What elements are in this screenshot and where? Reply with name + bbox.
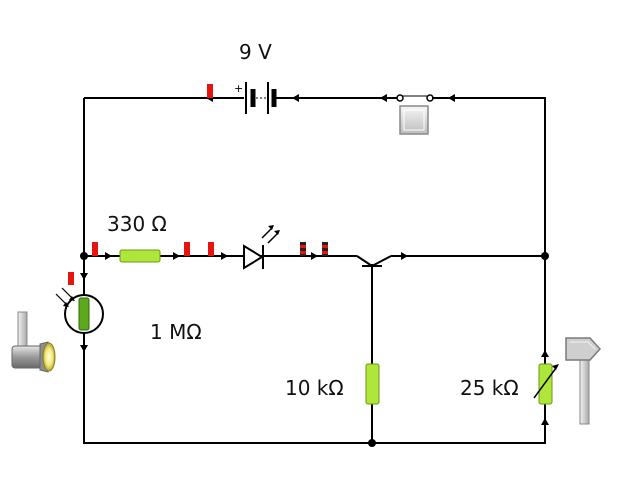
junctions: [80, 252, 549, 447]
push-switch-icon[interactable]: [399, 105, 429, 135]
push-switch[interactable]: [386, 92, 448, 135]
potentiometer-25k[interactable]: [533, 363, 559, 405]
battery-label: 9 V: [239, 40, 272, 64]
svg-text:+: +: [234, 82, 243, 95]
battery-symbol: +: [234, 80, 277, 116]
markers: [68, 84, 328, 285]
resistor-10k[interactable]: [365, 363, 380, 405]
striped-marker: [300, 242, 328, 256]
flashlight-icon[interactable]: [11, 311, 56, 373]
led-symbol[interactable]: [243, 225, 280, 270]
ldr-symbol[interactable]: [55, 287, 104, 334]
transistor-symbol[interactable]: [356, 255, 392, 267]
ldr-label: 1 MΩ: [150, 320, 202, 344]
resistor-330-label: 330 Ω: [107, 212, 167, 236]
resistor-10k-label: 10 kΩ: [285, 376, 344, 400]
resistor-330[interactable]: [119, 249, 161, 263]
signpost-icon[interactable]: [565, 337, 602, 425]
pot-25k-label: 25 kΩ: [460, 376, 519, 400]
